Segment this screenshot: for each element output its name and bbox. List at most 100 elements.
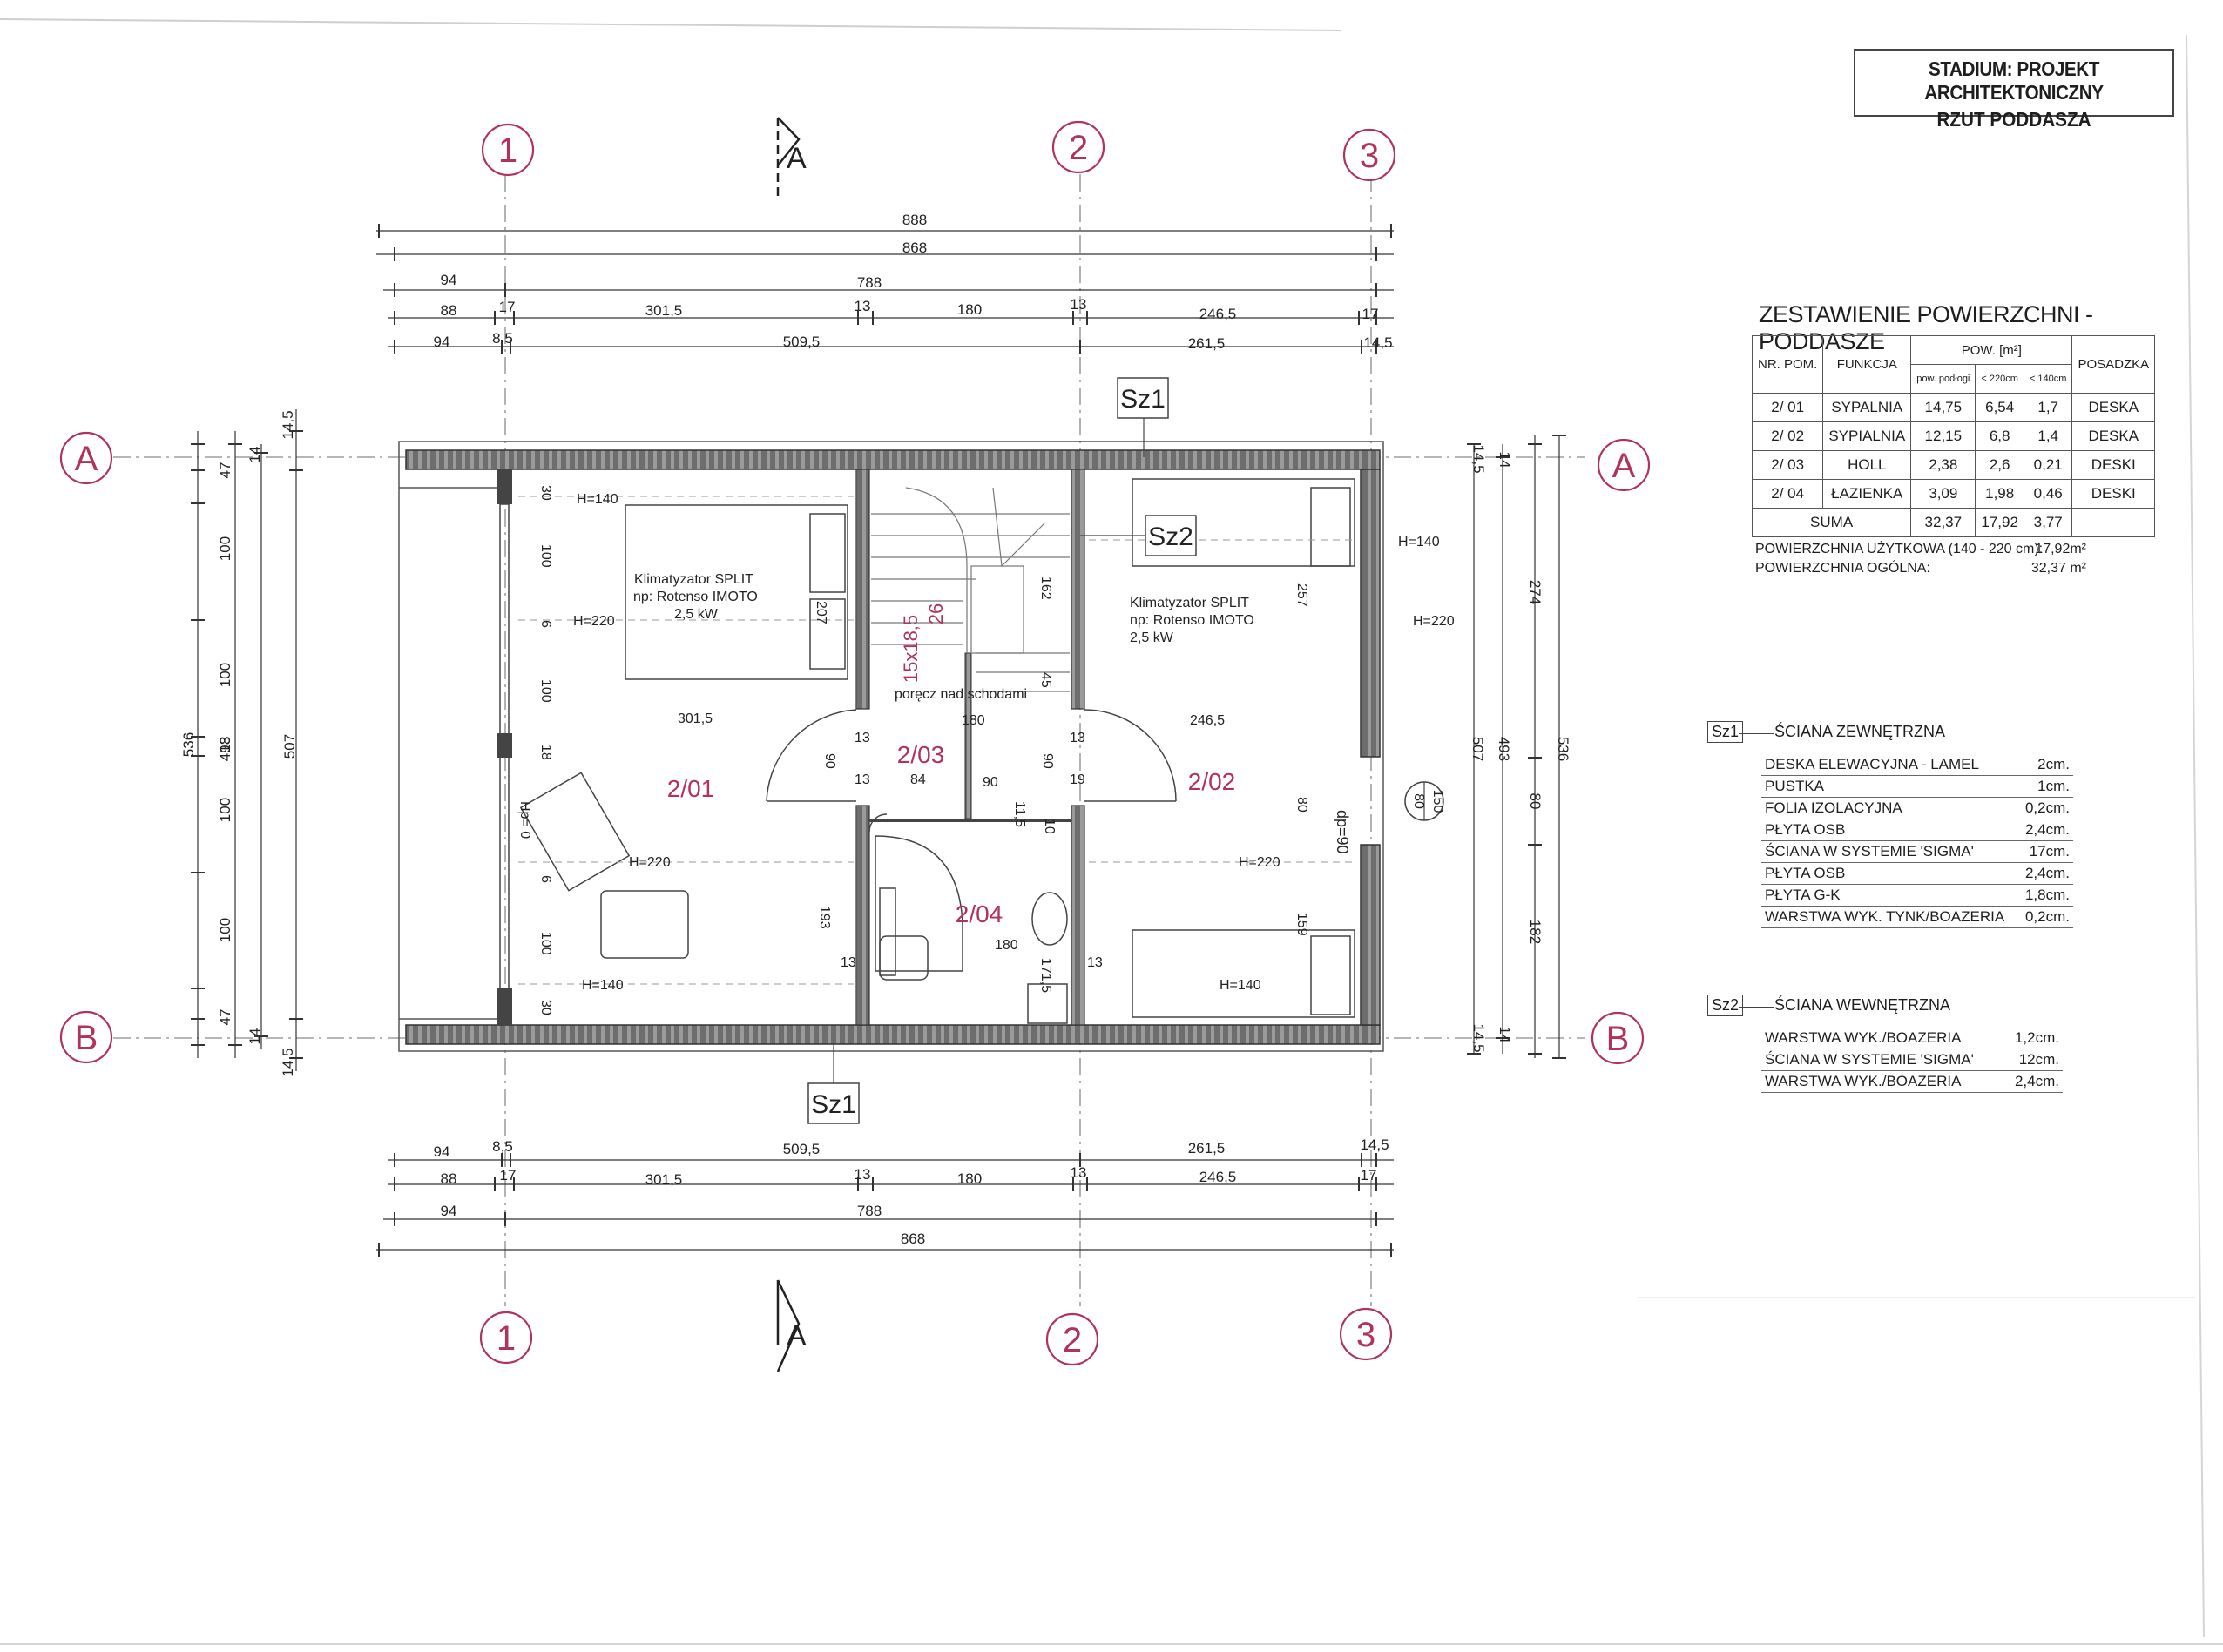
layer-thickness: 0,2cm. <box>2008 797 2073 819</box>
cell: 1,7 <box>2023 393 2073 422</box>
dim-bottom-301: 301,5 <box>645 1171 683 1188</box>
dim-plan-90: 90 <box>983 775 998 790</box>
dim-plan-30a: 30 <box>538 485 553 501</box>
window-tag-150: 150 <box>1430 790 1445 813</box>
section-label-bottom: A <box>787 1319 807 1352</box>
doors <box>766 709 1177 833</box>
dim-plan-13c: 13 <box>1070 731 1085 745</box>
dim-top-509: 509,5 <box>783 334 821 350</box>
armchair <box>519 772 631 892</box>
layer-thickness: 2cm. <box>2008 754 2073 776</box>
layer-name: PŁYTA OSB <box>1761 862 2009 885</box>
layer-thickness: 1,2cm. <box>1995 1028 2063 1049</box>
axis-bubble-2-bottom <box>1045 1312 1099 1366</box>
axis-label-1-top: 1 <box>498 131 517 170</box>
cell: 14,75 <box>1910 393 1976 422</box>
dim-plan-257: 257 <box>1294 583 1309 607</box>
dim-right-145b: 14,5 <box>1470 1023 1487 1052</box>
dim-plan-19: 19 <box>1070 772 1085 787</box>
cell: DESKA <box>2071 421 2156 451</box>
header-220: < 220cm <box>1975 364 2024 394</box>
section-arrow-bottom <box>776 1279 801 1372</box>
dim-left-100b: 100 <box>217 663 233 687</box>
section-arrow-top <box>777 117 801 166</box>
layer-thickness: 2,4cm. <box>1995 1070 2063 1093</box>
cell: 1,98 <box>1975 479 2024 509</box>
header-nr: NR. POM. <box>1751 335 1824 394</box>
dim-bottom-246: 246,5 <box>1199 1169 1237 1185</box>
label-h220-d: H=220 <box>1239 855 1280 870</box>
axis-bubble-b-right <box>1591 1011 1645 1065</box>
axis-bubble-1-bottom <box>479 1311 533 1365</box>
dim-bottom-13b: 13 <box>1071 1164 1087 1181</box>
table-sum-row: SUMA 32,37 17,92 3,77 <box>1751 508 2156 537</box>
area-summary: POWIERZCHNIA UŻYTKOWA (140 - 220 cm): 17… <box>1755 540 2086 578</box>
dim-plan-100c: 100 <box>538 932 553 955</box>
layer-name: WARSTWA WYK./BOAZERIA <box>1761 1070 1995 1093</box>
stairs-rise-label: 26 <box>925 603 947 624</box>
room-203-label: 2/03 <box>897 741 945 768</box>
axis-label-b-right: B <box>1606 1020 1630 1058</box>
height-lines <box>518 496 1355 985</box>
washbasin <box>1031 892 1068 946</box>
dim-plan-13d: 13 <box>841 955 856 970</box>
dim-right-14a: 14 <box>1497 452 1513 469</box>
dim-plan-6b: 6 <box>538 875 553 883</box>
dim-left-47a: 47 <box>217 462 233 479</box>
shower <box>875 835 963 972</box>
axis-bubble-2-top <box>1051 120 1105 174</box>
sum-cell: 32,37 <box>1910 508 1976 537</box>
cell: HOLL <box>1822 450 1912 480</box>
layer-name: PŁYTA G-K <box>1761 884 2009 907</box>
layer-thickness: 0,2cm. <box>2008 906 2073 928</box>
wall-spec-sz2: Sz2 ŚCIANA WEWNĘTRZNA WARSTWA WYK./BOAZE… <box>1707 995 2073 1108</box>
left-dimension-lines <box>191 409 303 1071</box>
usable-area-label: POWIERZCHNIA UŻYTKOWA (140 - 220 cm): <box>1755 542 2044 556</box>
axis-bubble-3-top <box>1342 128 1396 182</box>
dim-plan-100b: 100 <box>538 679 553 703</box>
layer-name: PŁYTA OSB <box>1761 819 2009 841</box>
dim-plan-18: 18 <box>538 745 553 760</box>
axis-label-3-top: 3 <box>1360 137 1379 175</box>
ac1-line1: Klimatyzator SPLIT <box>634 572 753 587</box>
staircase <box>871 487 1070 692</box>
dim-bottom-13a: 13 <box>855 1166 871 1183</box>
list-item: ŚCIANA W SYSTEMIE 'SIGMA'12cm. <box>1761 1049 2063 1071</box>
railing-label: poręcz nad schodami <box>895 687 1027 702</box>
area-table: NR. POM. FUNKCJA POW. [m²] POSADZKA pow.… <box>1751 335 2156 537</box>
header-pow-podlogi: pow. podłogi <box>1910 364 1976 394</box>
bed-202 <box>1132 478 1355 567</box>
dim-right-145a: 14,5 <box>1470 444 1487 473</box>
sz1-tag-top-text: Sz1 <box>1120 385 1166 414</box>
dim-bottom-17a: 17 <box>500 1167 517 1183</box>
dim-plan-90c: 90 <box>1040 753 1055 769</box>
dim-plan-84: 84 <box>910 772 926 787</box>
leader-line <box>1739 733 1774 734</box>
dim-top-13b: 13 <box>1071 296 1087 313</box>
dim-left-493: 493 <box>217 737 233 761</box>
dim-top-17a: 17 <box>499 299 516 315</box>
cell: 2,6 <box>1975 450 2024 480</box>
dim-plan-1715: 171,5 <box>1038 958 1053 993</box>
label-h140-c: H=140 <box>1398 535 1440 550</box>
axis-bubble-1-top <box>481 123 535 177</box>
header-140: < 140cm <box>2023 364 2073 394</box>
label-h140-b: H=140 <box>582 978 624 993</box>
dim-top-145: 14,5 <box>1363 334 1392 351</box>
furniture <box>519 478 1355 1024</box>
dim-plan-90b: 90 <box>822 753 837 769</box>
dim-plan-162: 162 <box>1038 577 1053 600</box>
dim-right-507: 507 <box>1470 737 1486 761</box>
cell: 2/ 03 <box>1751 450 1824 480</box>
sz1-tag-bottom-text: Sz1 <box>811 1090 856 1119</box>
dim-plan-100a: 100 <box>538 544 553 568</box>
dim-plan-193: 193 <box>817 906 832 929</box>
building-walls <box>398 441 1384 1052</box>
dim-bottom-145: 14,5 <box>1360 1136 1389 1153</box>
